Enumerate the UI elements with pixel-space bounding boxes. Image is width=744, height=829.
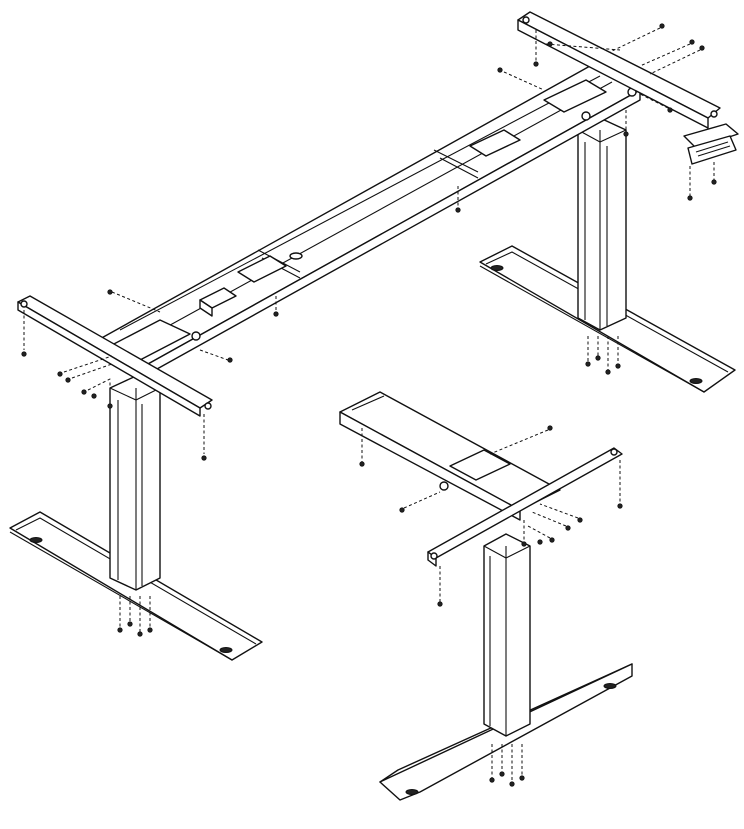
foot-pad bbox=[29, 537, 43, 543]
top-bracket-left bbox=[17, 295, 213, 417]
foot-pad bbox=[490, 265, 504, 271]
assembled-desk-frame bbox=[9, 11, 739, 661]
top-bracket-right bbox=[517, 11, 721, 129]
detail-leg-assembly bbox=[339, 391, 633, 801]
detail-top-bracket bbox=[427, 447, 623, 567]
leg-column-left bbox=[109, 375, 161, 591]
foot-pad bbox=[405, 789, 419, 795]
crossbeam bbox=[97, 65, 641, 375]
screws bbox=[21, 23, 717, 787]
foot-pad bbox=[219, 647, 233, 653]
control-box bbox=[199, 252, 303, 317]
handset-controller bbox=[683, 123, 739, 165]
foot-pad bbox=[689, 378, 703, 384]
detail-crossbeam bbox=[339, 391, 561, 521]
leg-column-right bbox=[577, 117, 627, 331]
foot-pad bbox=[603, 683, 617, 689]
detail-column bbox=[483, 533, 531, 737]
